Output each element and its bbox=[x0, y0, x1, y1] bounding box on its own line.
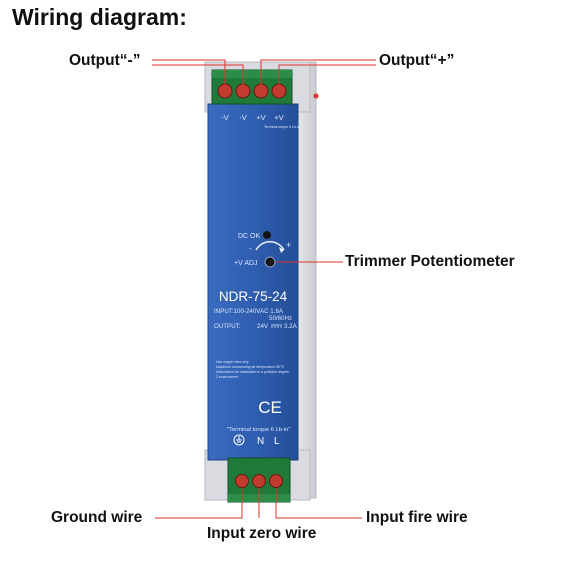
dc-ok-led bbox=[263, 231, 271, 239]
leader-ground bbox=[155, 488, 243, 519]
fine-print-1: Use copper wire only bbox=[216, 360, 249, 364]
front-panel bbox=[207, 103, 299, 461]
terminal-screw-neutral bbox=[252, 474, 266, 488]
input-rating: INPUT:100-240VAC 1.6A bbox=[214, 308, 284, 315]
ground-symbol-icon bbox=[233, 434, 245, 446]
top-torque-note: Terminal torque 6 Lb-in bbox=[264, 125, 300, 129]
l-label: L bbox=[274, 436, 280, 447]
terminal-screw-plus-2 bbox=[271, 83, 287, 99]
callout-input-zero-wire: Input zero wire bbox=[207, 525, 317, 542]
terminal-label-3: +V bbox=[256, 113, 265, 122]
page-title: Wiring diagram: bbox=[12, 4, 187, 30]
terminal-label-1: -V bbox=[221, 113, 229, 122]
terminal-screw-plus-1 bbox=[253, 83, 269, 99]
leader-output-plus bbox=[260, 59, 376, 86]
terminal-label-2: -V bbox=[239, 113, 247, 122]
terminal-screw-live bbox=[269, 474, 283, 488]
frequency-rating: 50/60Hz bbox=[269, 315, 292, 322]
adj-minus-sign: - bbox=[249, 244, 252, 253]
callout-output-minus: Output“-” bbox=[69, 52, 141, 69]
callout-ground-wire: Ground wire bbox=[51, 509, 143, 526]
torque-note: "Terminal torque 6 Lb-in" bbox=[227, 427, 290, 433]
fine-print-4: 2 environment bbox=[216, 375, 238, 379]
top-terminal-block bbox=[211, 69, 293, 105]
adj-plus-sign: + bbox=[286, 240, 291, 250]
ce-mark: CE bbox=[258, 398, 282, 417]
terminal-screw-ground bbox=[235, 474, 249, 488]
output-label: OUTPUT: bbox=[214, 323, 241, 330]
terminal-screw-minus-1 bbox=[217, 83, 233, 99]
adjust-arc bbox=[255, 241, 285, 251]
callout-output-plus: Output“+” bbox=[379, 52, 455, 69]
n-label: N bbox=[257, 436, 264, 447]
model-number: NDR-75-24 bbox=[219, 289, 288, 304]
fine-print-2: Maximum surrounding air temperature 50°C bbox=[216, 365, 285, 369]
v-adj-label: +V ADJ bbox=[234, 260, 258, 267]
indicator-dot bbox=[313, 93, 319, 99]
trimmer-potentiometer[interactable] bbox=[264, 256, 276, 268]
callout-trimmer-potentiometer: Trimmer Potentiometer bbox=[345, 253, 515, 270]
callout-input-fire-wire: Input fire wire bbox=[366, 509, 468, 526]
leader-output-minus bbox=[152, 59, 244, 86]
fine-print-3: Instructions for installation in a pollu… bbox=[216, 370, 289, 374]
terminal-screw-minus-2 bbox=[235, 83, 251, 99]
terminal-label-4: +V bbox=[274, 113, 283, 122]
dc-ok-label: DC OK bbox=[238, 233, 261, 240]
leader-input-fire bbox=[275, 488, 362, 519]
adjust-arrow bbox=[279, 247, 284, 253]
output-current: 3.2A bbox=[284, 323, 298, 330]
output-voltage: 24V bbox=[257, 323, 269, 330]
